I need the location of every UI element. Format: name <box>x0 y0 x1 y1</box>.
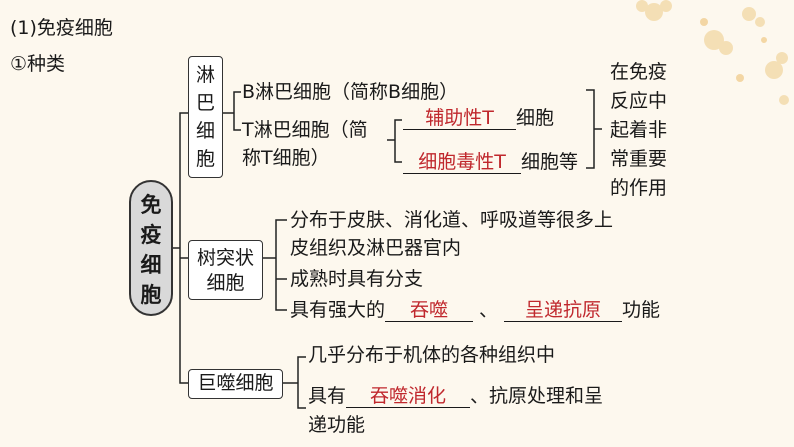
lymphocyte-box: 淋巴细胞 <box>188 56 223 178</box>
t-cell-text-line1: T淋巴细胞（简 <box>242 118 368 142</box>
role-line: 的作用 <box>610 174 676 203</box>
role-line: 常重要 <box>610 145 676 174</box>
dendritic-label-line1: 树突状 <box>189 246 262 271</box>
t-cytotoxic-suffix: 细胞等 <box>521 151 578 173</box>
dendritic-item3-prefix: 具有强大的 <box>290 299 385 321</box>
lymphocyte-role: 在免疫 反应中 起着非 常重要 的作用 <box>610 58 676 203</box>
role-line: 在免疫 <box>610 58 676 87</box>
t-helper-answer: 辅助性T <box>403 107 516 130</box>
t-cell-text-line2: 称T细胞） <box>242 146 330 170</box>
macrophage-label: 巨噬细胞 <box>197 372 273 394</box>
dendritic-cell-box: 树突状 细胞 <box>188 240 263 300</box>
b-cell-text: B淋巴细胞（简称B细胞） <box>242 80 458 104</box>
t-cytotoxic-answer: 细胞毒性T <box>403 151 521 174</box>
center-node-immune-cells: 免疫细胞 <box>129 180 173 316</box>
dendritic-item3: 具有强大的吞噬、呈递抗原功能 <box>290 298 660 322</box>
dendritic-item3-suffix: 功能 <box>622 299 660 321</box>
lymphocyte-label: 淋巴细胞 <box>196 64 215 170</box>
macrophage-answer: 吞噬消化 <box>346 385 470 408</box>
macrophage-item2-prefix: 具有 <box>308 385 346 407</box>
dendritic-answer-phagocytosis: 吞噬 <box>385 299 473 322</box>
macrophage-item2-line2: 递功能 <box>308 413 365 437</box>
dendritic-item2: 成熟时具有分支 <box>290 267 423 291</box>
dendritic-item1-line1: 分布于皮肤、消化道、呼吸道等很多上 <box>290 208 613 232</box>
role-line: 反应中 <box>610 87 676 116</box>
dendritic-answer-antigen-presentation: 呈递抗原 <box>504 299 622 322</box>
dendritic-item1-line2: 皮组织及淋巴器官内 <box>290 236 461 260</box>
macrophage-item2-suffix: 、抗原处理和呈 <box>470 385 603 407</box>
macrophage-box: 巨噬细胞 <box>188 369 283 399</box>
t-helper-suffix: 细胞 <box>516 107 554 129</box>
role-line: 起着非 <box>610 116 676 145</box>
dendritic-label-line2: 细胞 <box>189 271 262 296</box>
macrophage-item1: 几乎分布于机体的各种组织中 <box>308 343 555 367</box>
macrophage-item2: 具有吞噬消化、抗原处理和呈 <box>308 384 603 408</box>
dendritic-item3-sep: 、 <box>473 299 504 321</box>
center-label: 免疫细胞 <box>141 193 162 307</box>
